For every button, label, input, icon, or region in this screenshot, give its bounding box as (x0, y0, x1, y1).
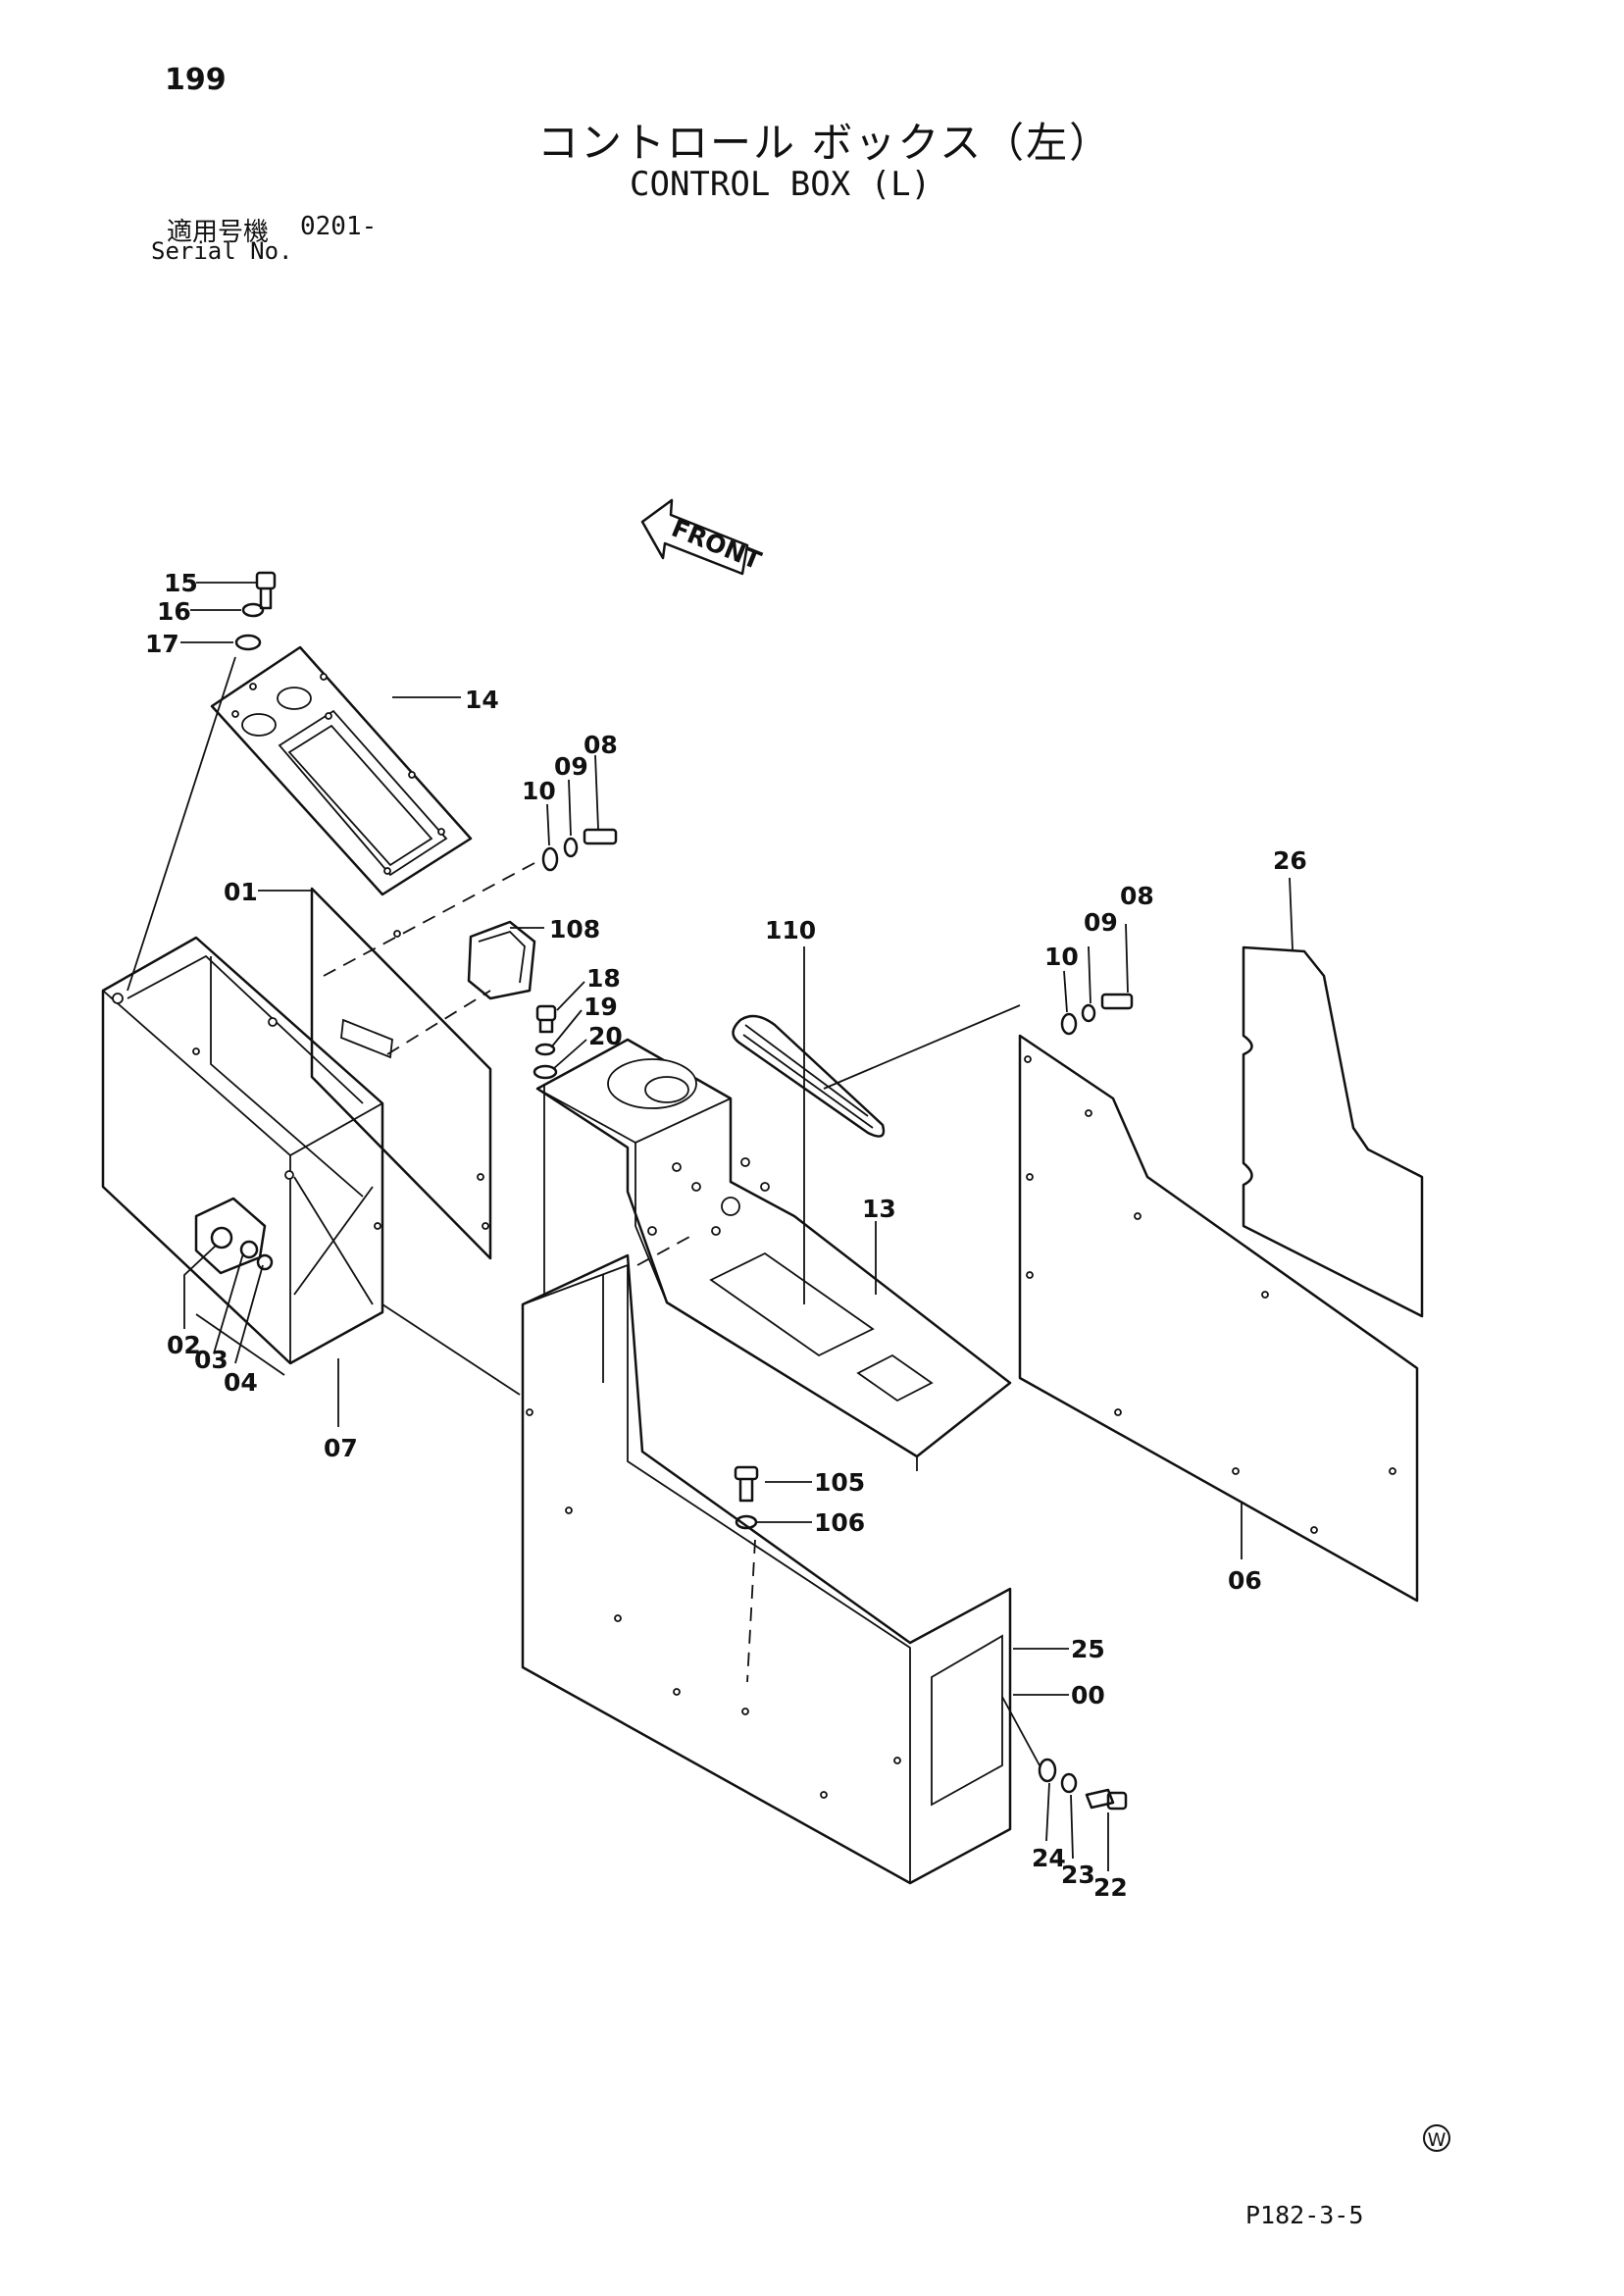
part-labels: 15 16 17 14 01 108 10 09 08 18 19 20 02 … (145, 569, 1307, 1902)
serial-number-value: 0201- (300, 212, 378, 241)
part-label-25: 25 (1071, 1635, 1105, 1663)
bolt-105-washer (734, 1465, 759, 1530)
drawing-code: P182-3-5 (1245, 2201, 1364, 2229)
title-english: CONTROL BOX (L) (630, 165, 932, 204)
part-00-main-box (521, 1253, 1012, 1885)
part-14-top-plate (210, 645, 473, 896)
part-label-18: 18 (586, 964, 621, 993)
part-label-09: 09 (554, 752, 588, 781)
part-label-00: 00 (1071, 1681, 1105, 1709)
part-label-10: 10 (522, 777, 556, 805)
part-label-01: 01 (224, 878, 258, 906)
part-label-04: 04 (224, 1368, 258, 1397)
bolt-18-washers (533, 1004, 558, 1080)
part-label-23: 23 (1061, 1861, 1095, 1889)
part-label-10-right: 10 (1044, 943, 1079, 971)
part-06-side-panel (1018, 1034, 1419, 1603)
serial-label-english: Serial No. (151, 237, 293, 265)
page-number: 199 (165, 63, 227, 97)
serial-label-japanese: 適用号機 (167, 218, 270, 247)
leader-lines (180, 582, 1294, 1871)
part-label-22: 22 (1093, 1873, 1128, 1902)
bolt-15-washers (234, 571, 277, 651)
part-label-24: 24 (1032, 1844, 1066, 1872)
front-arrow-label: FRONT (668, 514, 765, 576)
reference-lines (127, 656, 1040, 1766)
part-110-gasket (732, 1014, 886, 1138)
part-label-19: 19 (584, 993, 618, 1021)
bolt-02-washers (194, 1197, 274, 1275)
part-13-console (535, 1038, 1012, 1471)
part-label-07: 07 (324, 1434, 358, 1462)
part-label-108: 108 (549, 915, 600, 944)
part-label-105: 105 (814, 1468, 865, 1497)
bolt-08-washers-upper (541, 828, 618, 872)
part-108-cover (467, 920, 536, 1000)
part-label-15: 15 (164, 569, 198, 597)
part-label-08-right: 08 (1120, 882, 1154, 910)
part-label-20: 20 (588, 1022, 623, 1050)
part-label-26: 26 (1273, 846, 1307, 875)
part-07-frame-box (101, 936, 384, 1365)
part-label-08: 08 (584, 731, 618, 759)
part-label-06: 06 (1228, 1566, 1262, 1595)
part-label-110: 110 (765, 916, 816, 944)
part-label-14: 14 (465, 686, 499, 714)
title-japanese: コントロール ボックス（左） (537, 119, 1113, 167)
part-label-09-right: 09 (1084, 908, 1118, 937)
part-01-side-plate (310, 887, 492, 1260)
watermark-circled-letter: W (1423, 2124, 1450, 2152)
part-label-02: 02 (167, 1331, 201, 1359)
part-label-13: 13 (862, 1195, 896, 1223)
part-26-gasket-sheet (1242, 945, 1424, 1318)
bolt-22-washers (1038, 1758, 1128, 1811)
front-arrow: FRONT (640, 498, 765, 576)
part-label-16: 16 (157, 597, 191, 626)
part-label-17: 17 (145, 630, 179, 658)
part-label-106: 106 (814, 1508, 865, 1537)
bolt-08-washers-right (1060, 993, 1134, 1036)
part-label-03: 03 (194, 1346, 228, 1374)
assembly-dash-lines (323, 862, 756, 1683)
